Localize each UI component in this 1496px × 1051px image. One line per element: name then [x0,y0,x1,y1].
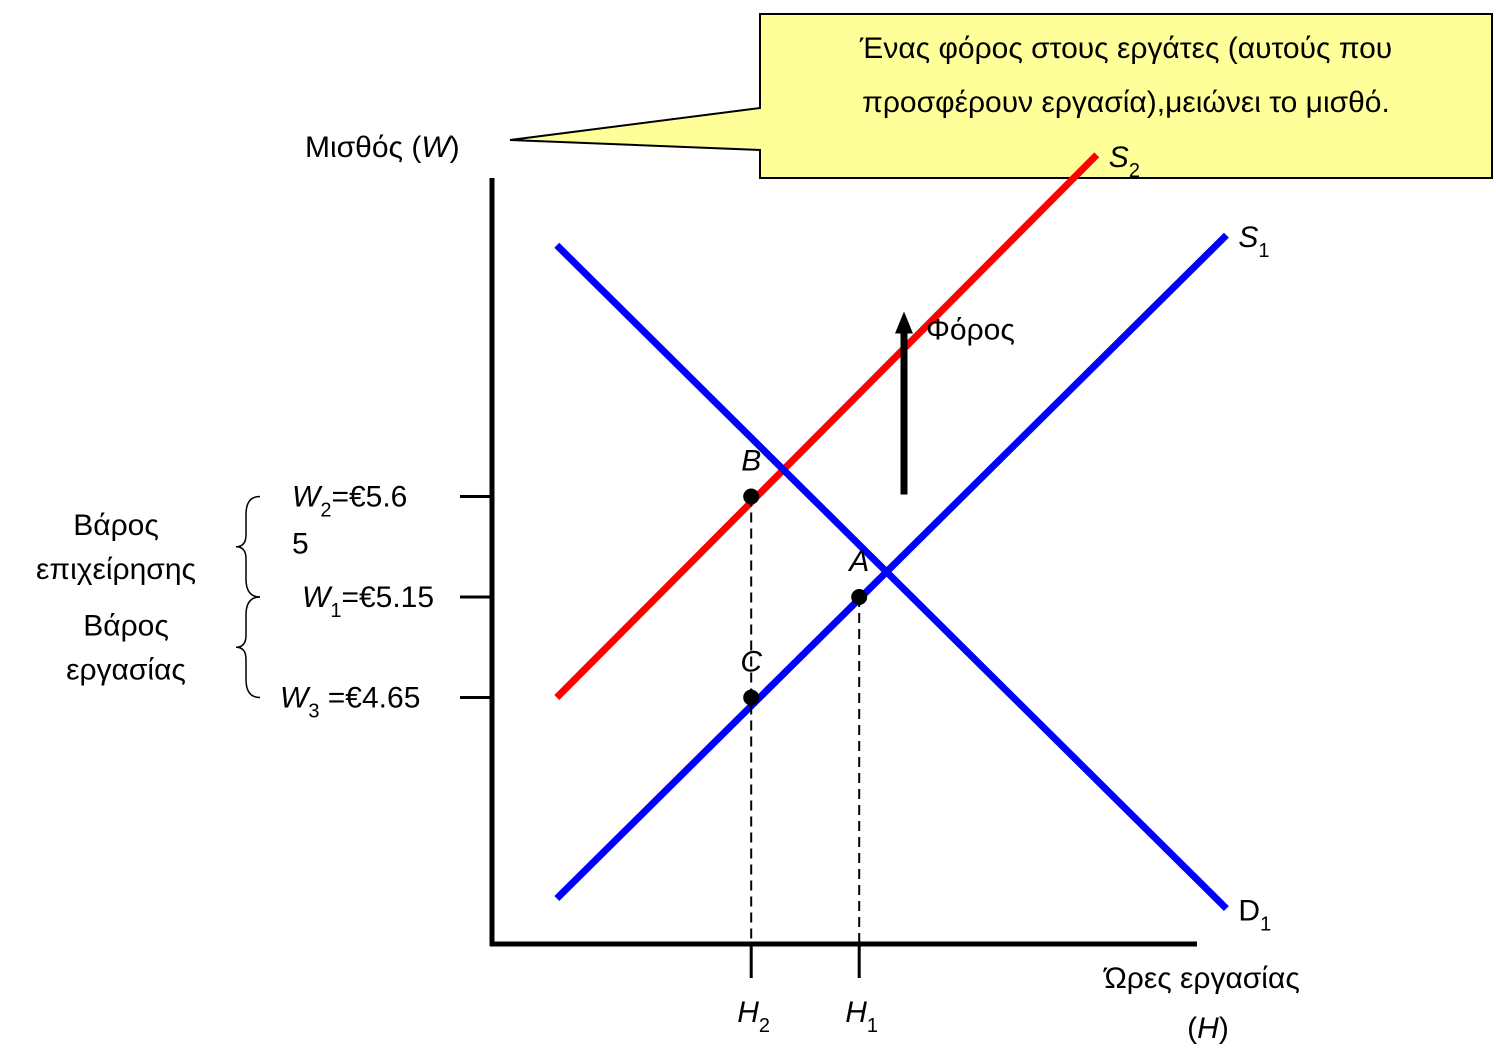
callout-line-1: Ένας φόρος στους εργάτες (αυτούς που [859,32,1392,65]
point-label-c: C [740,646,762,679]
series-line-d1 [554,242,1229,912]
series-label-s2: S2 [1109,141,1140,182]
x-axis-label-line-2: (H) [1187,1012,1229,1045]
tax-arrow-head [895,311,913,334]
tax-arrow-label: Φόρος [926,314,1015,347]
y-tick-label-wrap: 5 [292,528,309,561]
burden-brace-2 [235,596,261,699]
series-line-s2 [554,152,1100,700]
series-label-d1: D1 [1238,895,1271,936]
guides-layer [750,496,861,944]
x-tick-label-h1: H1 [845,996,878,1037]
x-axis-label-line-1: Ώρες εργασίας [1102,962,1300,995]
point-a [851,589,868,605]
callout-box [509,13,1493,179]
burden-label-1-line-2: επιχείρησης [36,553,196,586]
point-c [743,689,760,706]
callout: Ένας φόρος στους εργάτες (αυτούς που προ… [509,13,1493,179]
points-layer: A B C [740,445,869,706]
point-b [743,488,760,505]
callout-line-2: προσφέρουν εργασία),μειώνει το μισθό. [862,86,1390,119]
burden-brace-1 [235,495,261,598]
x-tick-label-h2: H2 [737,996,770,1037]
burden-label-1-line-1: Βάρος [73,509,159,542]
point-label-b: B [741,445,761,478]
series-line-s1 [554,232,1229,901]
y-tick-label-w3: W3 =€4.65 [280,682,420,723]
y-tick-label-w1: W1=€5.15 [302,581,434,622]
y-axis-label: Μισθός (W) [305,131,460,164]
burden-label-2-line-1: Βάρος [83,609,169,642]
burden-label-2-line-2: εργασίας [66,653,186,686]
y-tick-label-w2: W2=€5.6 [292,481,407,522]
point-label-a: A [847,545,869,578]
series-label-s1: S1 [1238,221,1269,262]
